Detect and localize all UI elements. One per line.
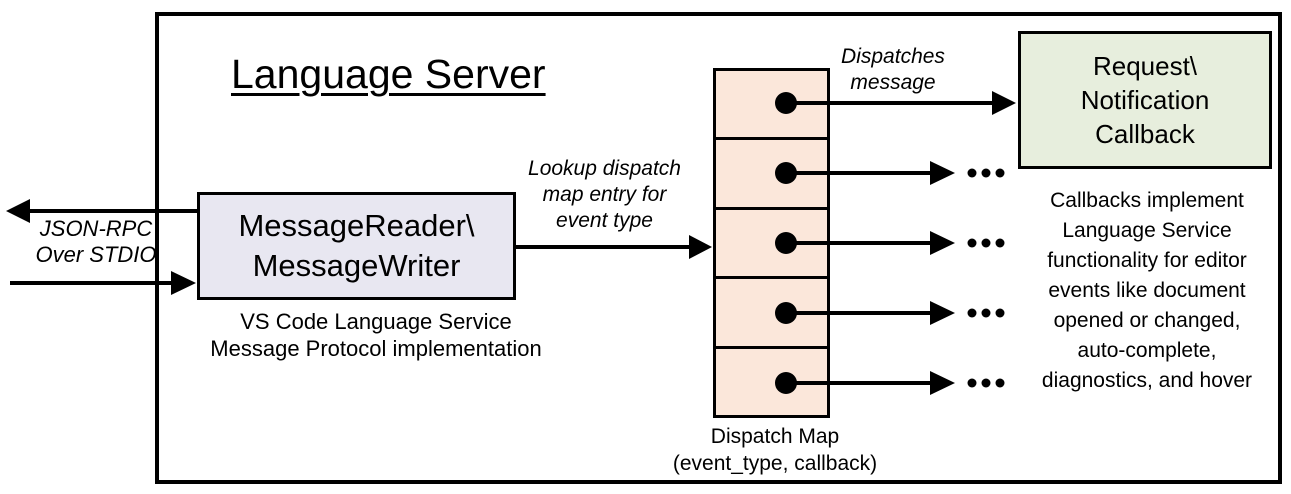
callback-box: Request\ Notification Callback bbox=[1018, 31, 1272, 169]
label-line: event type bbox=[556, 209, 653, 232]
dispatch-map-label: Dispatch Map (event_type, callback) bbox=[650, 423, 900, 477]
label-line: Dispatch Map bbox=[710, 425, 840, 448]
lookup-label: Lookup dispatch map entry for event type bbox=[502, 156, 707, 234]
label-line: Over STDIO bbox=[35, 242, 157, 267]
json-rpc-label: JSON-RPC Over STDIO bbox=[15, 216, 177, 268]
label-line: map entry for bbox=[542, 183, 667, 206]
label-line: JSON-RPC bbox=[39, 216, 153, 241]
reader-box-line: MessageWriter bbox=[252, 248, 461, 283]
reader-box-line: MessageReader\ bbox=[238, 208, 475, 243]
label-line: events like document bbox=[1048, 279, 1246, 302]
dispatch-map-cell bbox=[716, 71, 827, 141]
label-line: (event_type, callback) bbox=[672, 452, 878, 475]
callbacks-note: Callbacks implement Language Service fun… bbox=[1020, 186, 1274, 396]
label-line: diagnostics, and hover bbox=[1041, 369, 1253, 392]
label-line: Lookup dispatch bbox=[528, 157, 681, 180]
diagram-title: Language Server bbox=[231, 51, 546, 97]
dispatch-map-cell bbox=[716, 279, 827, 349]
callback-box-line: Callback bbox=[1095, 119, 1195, 149]
message-reader-writer-box: MessageReader\ MessageWriter bbox=[197, 192, 516, 300]
label-line: Language Service bbox=[1062, 219, 1232, 242]
language-server-box bbox=[155, 12, 1282, 484]
label-line: Callbacks implement bbox=[1050, 189, 1244, 212]
label-line: functionality for editor bbox=[1047, 249, 1247, 272]
callback-box-line: Request\ bbox=[1092, 51, 1198, 81]
dispatch-map-cell bbox=[716, 140, 827, 210]
label-line: Message Protocol implementation bbox=[210, 336, 542, 361]
callback-box-line: Notification bbox=[1080, 85, 1210, 115]
dispatches-label: Dispatches message bbox=[813, 44, 973, 96]
label-line: opened or changed, bbox=[1053, 309, 1241, 332]
label-line: message bbox=[850, 71, 936, 94]
dispatch-map-cell bbox=[716, 349, 827, 415]
label-line: Dispatches bbox=[841, 45, 945, 68]
dispatch-map-cell bbox=[716, 210, 827, 280]
label-line: auto-complete, bbox=[1077, 339, 1217, 362]
dispatch-map bbox=[713, 68, 830, 418]
reader-caption: VS Code Language Service Message Protoco… bbox=[186, 308, 566, 362]
label-line: VS Code Language Service bbox=[240, 309, 512, 334]
